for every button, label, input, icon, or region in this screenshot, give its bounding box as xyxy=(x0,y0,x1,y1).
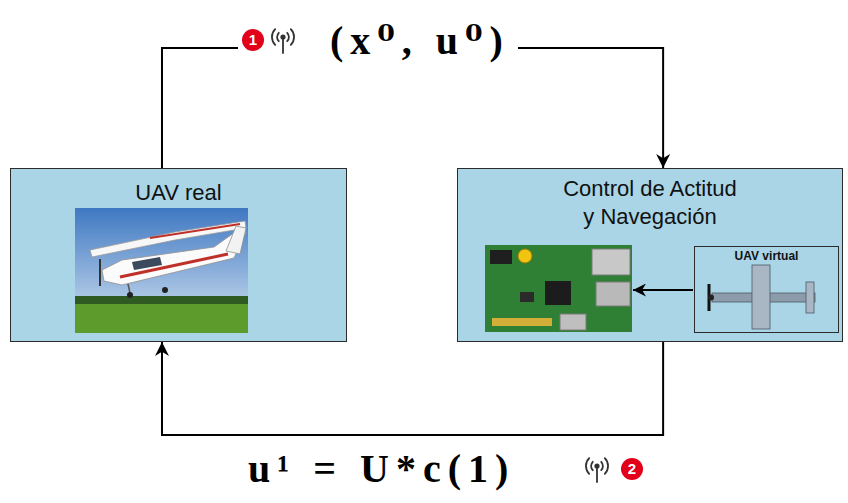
process-box: UAV real xyxy=(10,168,347,342)
antenna-wave xyxy=(291,29,294,45)
inner-box: UAV virtual xyxy=(694,246,839,333)
antenna-wave xyxy=(591,462,593,470)
callout-number: 1 xyxy=(242,29,264,51)
antenna-icon xyxy=(586,458,608,482)
node-title: UAV virtual xyxy=(735,249,799,264)
antenna-wave xyxy=(272,29,275,45)
signal-label: u¹ = U*c(1) xyxy=(240,446,523,492)
antenna-wave xyxy=(586,458,589,474)
signal-label: (x⁰, u⁰) xyxy=(322,18,518,64)
antenna-wave xyxy=(277,33,279,41)
node-title: Control de Actitud y Navegación xyxy=(558,175,742,231)
antenna-wave xyxy=(287,33,289,41)
antenna-stem xyxy=(282,37,284,53)
signal-connector xyxy=(162,48,663,168)
node-title: UAV real xyxy=(135,179,221,207)
process-box: Control de Actitud y NavegaciónUAV virtu… xyxy=(457,168,843,342)
antenna-dot xyxy=(594,463,599,468)
antenna-icon xyxy=(272,29,294,53)
signal-connector xyxy=(162,342,663,435)
callout-number: 2 xyxy=(621,458,643,480)
antenna-stem xyxy=(596,466,598,482)
antenna-wave xyxy=(601,462,603,470)
antenna-wave xyxy=(605,458,608,474)
antenna-dot xyxy=(280,34,285,39)
